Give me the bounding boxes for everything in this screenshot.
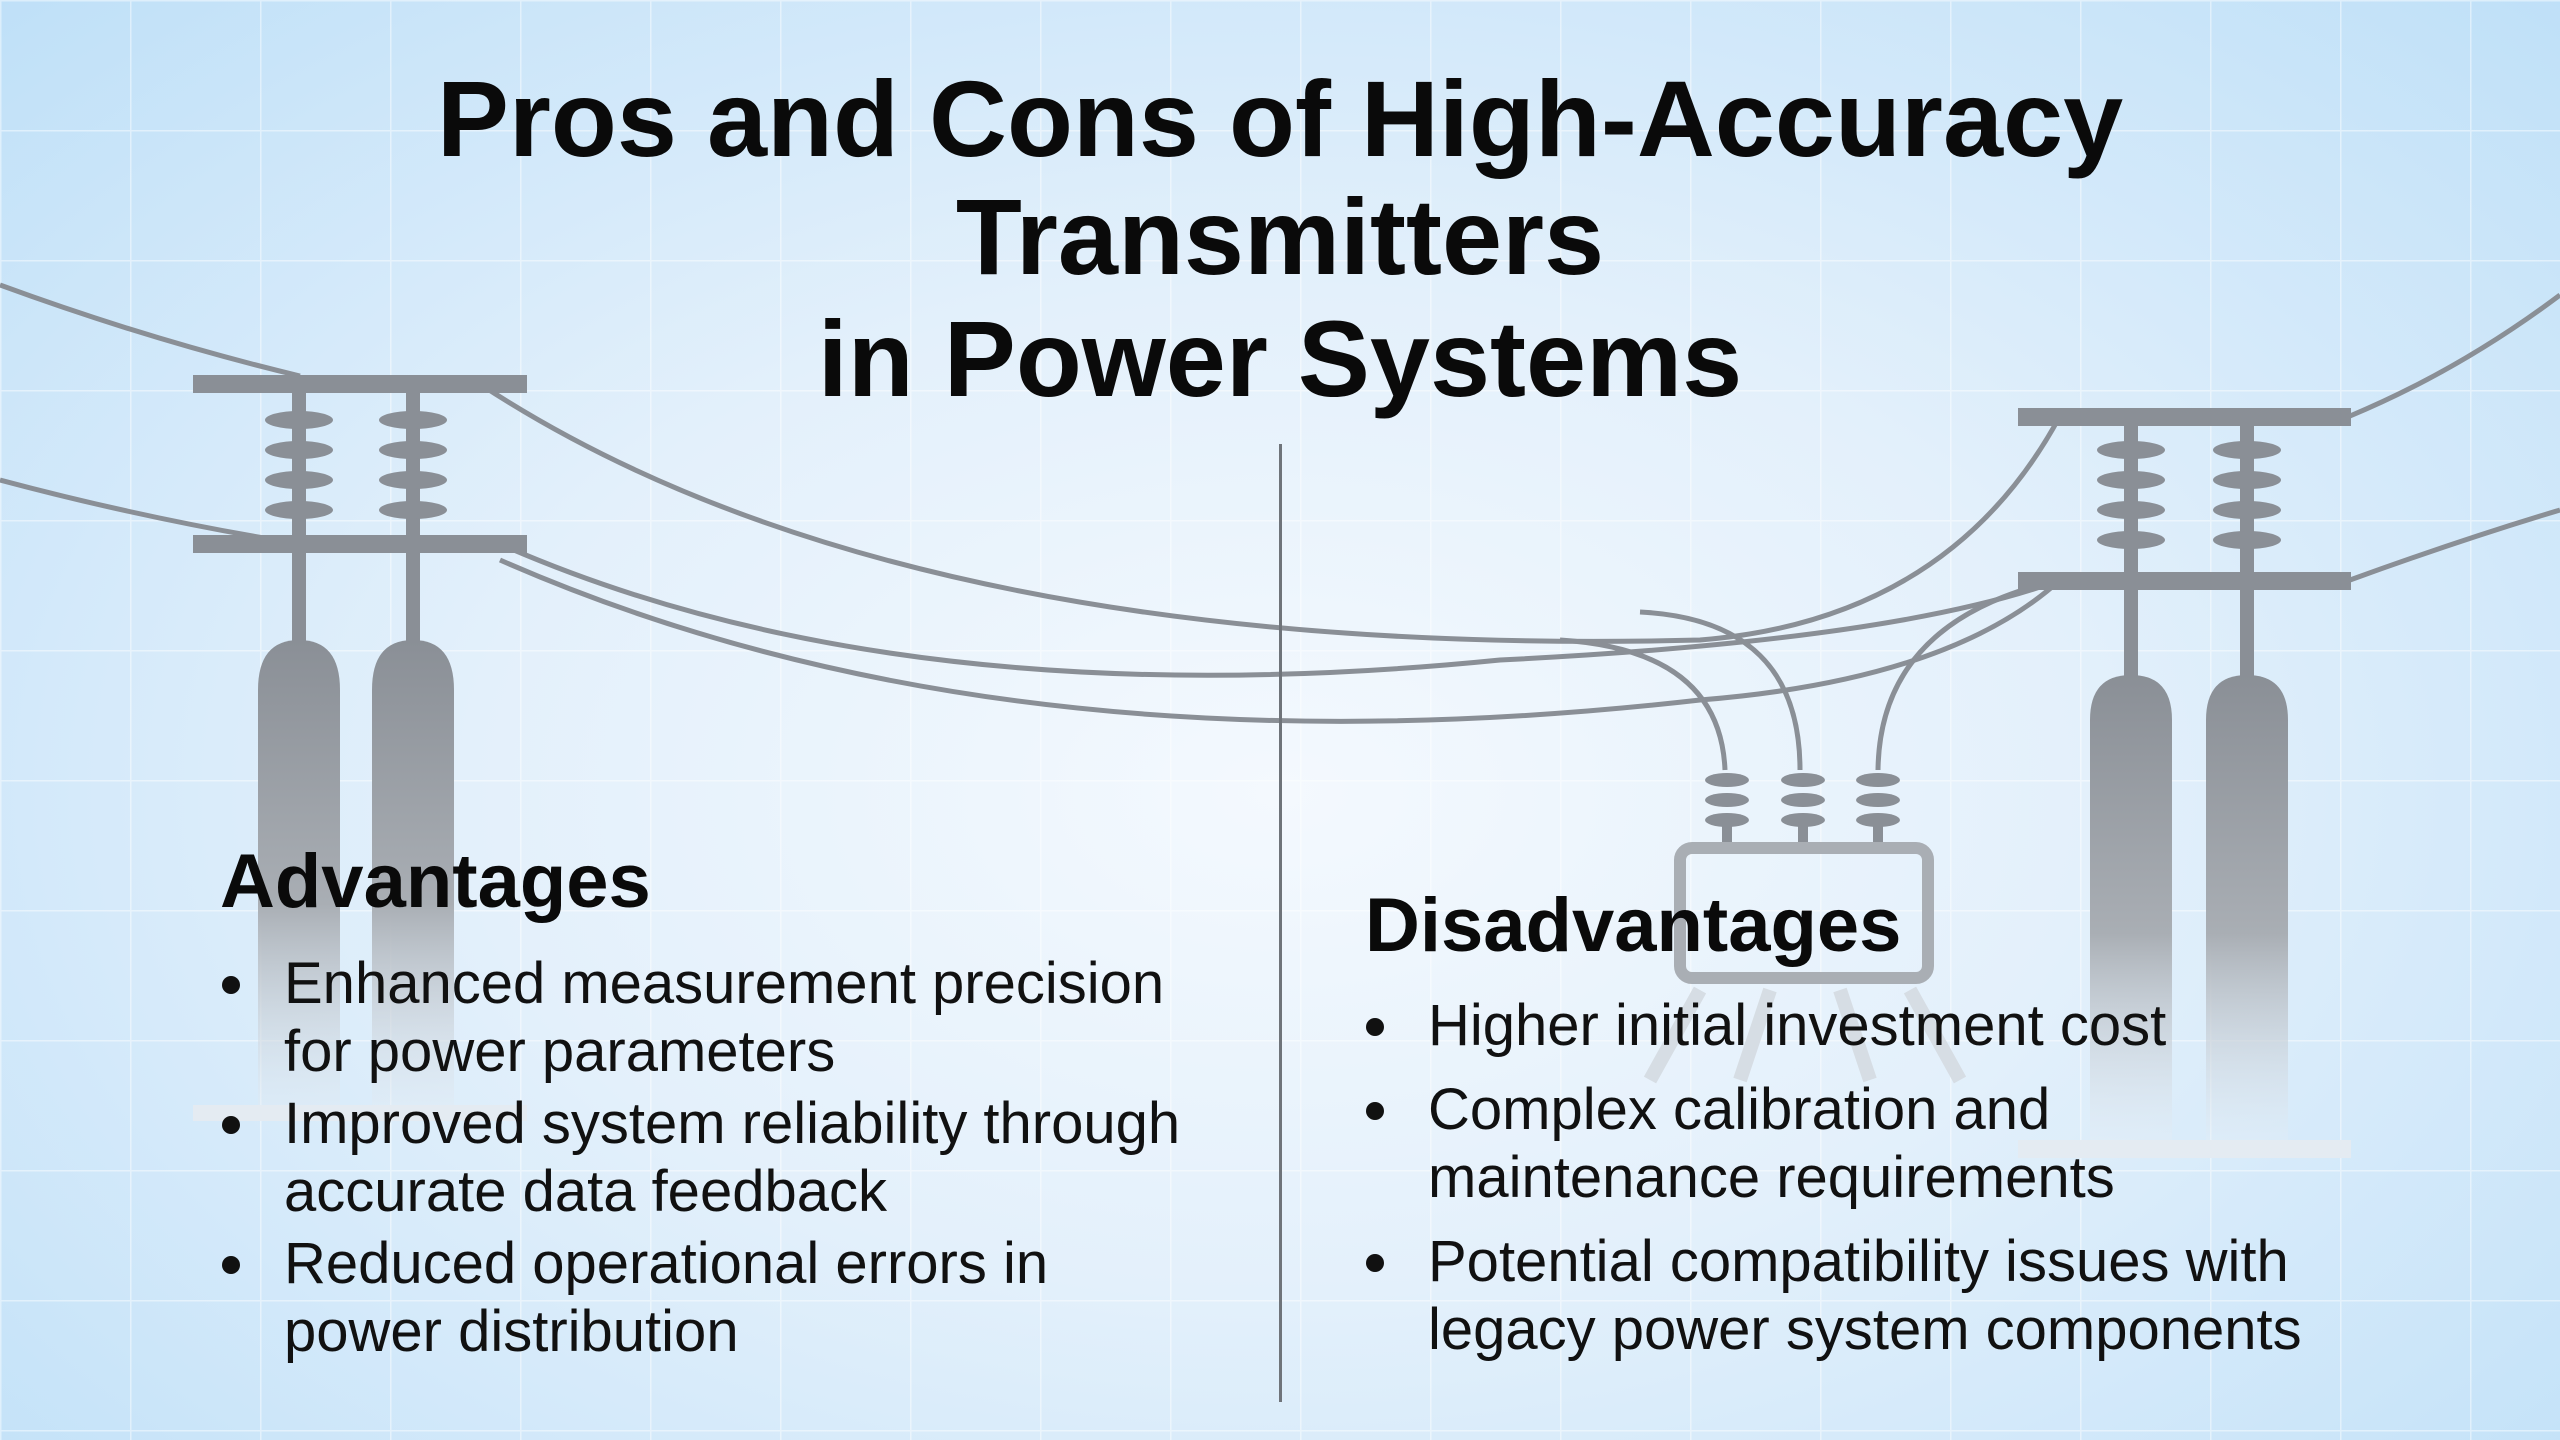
disadvantages-heading: Disadvantages: [1365, 883, 1902, 968]
power-wires: [0, 282, 2560, 771]
disadvantages-list: Higher initial investment cost Complex c…: [1366, 992, 2302, 1368]
bullet-icon: [1366, 1018, 1384, 1036]
page-title-line-1: Pros and Cons of High-Accuracy: [436, 58, 2124, 179]
left-tower-icon: [193, 375, 527, 1121]
bullet-icon: [1366, 1254, 1384, 1272]
right-tower-icon: [2018, 408, 2351, 1158]
column-divider: [1279, 444, 1282, 1402]
bullet-icon: [1366, 1102, 1384, 1120]
transformer-icon: [1643, 773, 1967, 1084]
list-item: Higher initial investment cost: [1366, 992, 2302, 1060]
page-title-line-2: Transmitters: [955, 176, 1605, 297]
bullet-icon: [222, 976, 240, 994]
page-title-line-3: in Power Systems: [817, 298, 1743, 419]
bullet-icon: [222, 1256, 240, 1274]
bullet-icon: [222, 1116, 240, 1134]
advantages-heading: Advantages: [220, 839, 651, 924]
